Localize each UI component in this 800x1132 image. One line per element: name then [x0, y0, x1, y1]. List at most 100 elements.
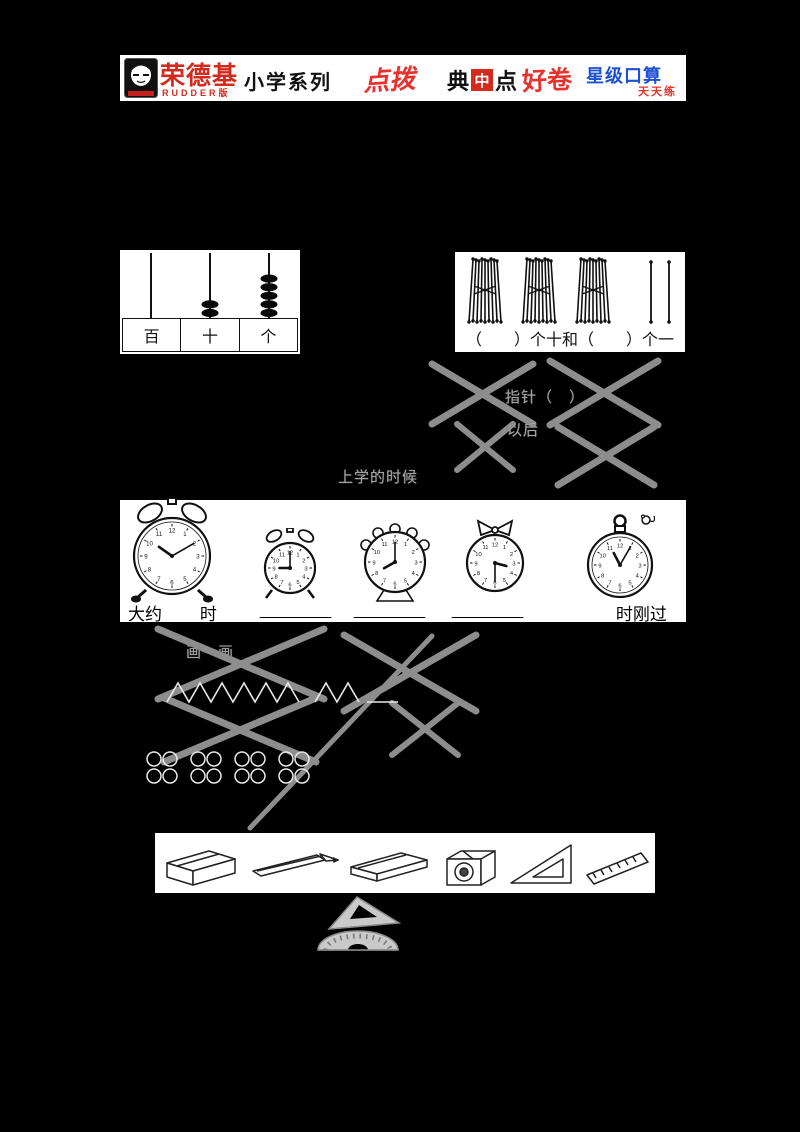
svg-text:11: 11 — [279, 552, 285, 558]
svg-text:4: 4 — [510, 571, 514, 577]
svg-text:6: 6 — [288, 582, 291, 588]
svg-text:2: 2 — [636, 553, 639, 559]
abacus-column-hundreds: 百 — [143, 329, 160, 346]
logo-dianzhongdian: 典 中 点 — [447, 64, 517, 96]
svg-text:9: 9 — [598, 563, 601, 569]
x-mark-icon — [154, 625, 328, 703]
svg-text:7: 7 — [484, 578, 487, 584]
svg-text:7: 7 — [608, 581, 611, 587]
sticks-caption: （ ）个十和（ ）个一 — [465, 332, 674, 349]
abacus-diagram — [150, 253, 278, 318]
svg-text:10: 10 — [273, 558, 279, 564]
circles-pattern — [146, 751, 310, 784]
ghost-text: 以后 — [507, 422, 540, 439]
abacus-table: 百 十 个 — [122, 318, 298, 352]
logo-haojuan: 好卷 — [521, 65, 573, 97]
svg-text:7: 7 — [157, 576, 161, 583]
logo-tiantianlian: 天天练 — [638, 86, 677, 98]
clock-caption-right: ____时刚过 — [578, 605, 667, 624]
svg-text:5: 5 — [183, 576, 187, 583]
brand-name: 荣德基 — [160, 62, 239, 90]
svg-text:11: 11 — [156, 531, 163, 538]
logo-dzd-left: 典 — [447, 69, 470, 94]
svg-text:9: 9 — [372, 560, 375, 566]
abacus-question: 百 十 个 — [120, 250, 300, 354]
svg-text:5: 5 — [628, 581, 631, 587]
ruler-icon — [586, 852, 649, 885]
svg-text:12: 12 — [169, 527, 176, 534]
brand-subtitle: RUDDER版 — [162, 88, 231, 98]
svg-text:8: 8 — [375, 571, 378, 577]
svg-text:2: 2 — [302, 558, 305, 564]
svg-text:1: 1 — [404, 542, 407, 548]
stationery-question — [155, 833, 655, 893]
svg-text:4: 4 — [636, 573, 640, 579]
svg-text:10: 10 — [374, 550, 380, 556]
svg-text:6: 6 — [170, 579, 174, 586]
svg-text:8: 8 — [148, 566, 152, 573]
x-mark-icon — [454, 421, 516, 473]
zigzag-pattern — [166, 681, 398, 704]
pencil-icon — [252, 853, 339, 877]
x-mark-icon — [160, 694, 320, 766]
svg-text:8: 8 — [477, 571, 480, 577]
svg-text:12: 12 — [617, 543, 623, 549]
logo-dzd-right: 点 — [495, 69, 518, 94]
svg-text:7: 7 — [280, 580, 283, 586]
strike-line-icon — [247, 633, 435, 831]
series-title: 小学系列 — [244, 72, 332, 94]
svg-text:1: 1 — [503, 545, 506, 551]
svg-text:3: 3 — [196, 553, 200, 560]
abacus-column-tens: 十 — [180, 319, 238, 351]
svg-text:4: 4 — [302, 574, 306, 580]
svg-text:10: 10 — [475, 552, 481, 558]
notebook-icon — [350, 852, 428, 882]
x-mark-icon — [554, 423, 658, 489]
abacus-column-ones: 个 — [238, 319, 297, 351]
ghost-text: 上学的时候 — [338, 469, 419, 486]
svg-text:11: 11 — [482, 545, 488, 551]
x-mark-icon — [546, 357, 662, 429]
svg-text:11: 11 — [607, 546, 613, 552]
ghost-text: 指针（ ） — [505, 389, 586, 406]
svg-text:7: 7 — [383, 579, 386, 585]
svg-text:2: 2 — [510, 552, 513, 558]
x-mark-icon — [389, 700, 461, 758]
svg-text:10: 10 — [599, 553, 605, 559]
answer-blank: ________ — [354, 602, 426, 619]
svg-text:10: 10 — [146, 540, 153, 547]
svg-text:3: 3 — [638, 563, 641, 569]
svg-text:3: 3 — [512, 561, 515, 567]
svg-text:3: 3 — [414, 560, 417, 566]
clock-caption-left: 大约____时 — [128, 605, 217, 624]
svg-text:6: 6 — [618, 583, 621, 589]
set-square-icon — [510, 844, 572, 884]
svg-text:1: 1 — [183, 531, 187, 538]
svg-text:9: 9 — [474, 561, 477, 567]
svg-text:9: 9 — [272, 566, 275, 572]
svg-text:5: 5 — [503, 578, 506, 584]
svg-text:5: 5 — [296, 580, 299, 586]
logo-dzd-middle: 中 — [471, 69, 494, 91]
protractor-icon — [317, 930, 399, 951]
svg-text:4: 4 — [193, 566, 197, 573]
svg-text:1: 1 — [296, 552, 299, 558]
svg-text:11: 11 — [381, 542, 387, 548]
sticks-question: （ ）个十和（ ）个一 — [455, 252, 685, 352]
sharpener-icon — [446, 850, 496, 886]
sticks-diagram — [467, 257, 671, 324]
answer-blank: ________ — [452, 602, 524, 619]
svg-text:12: 12 — [492, 542, 498, 548]
svg-text:6: 6 — [393, 581, 396, 587]
